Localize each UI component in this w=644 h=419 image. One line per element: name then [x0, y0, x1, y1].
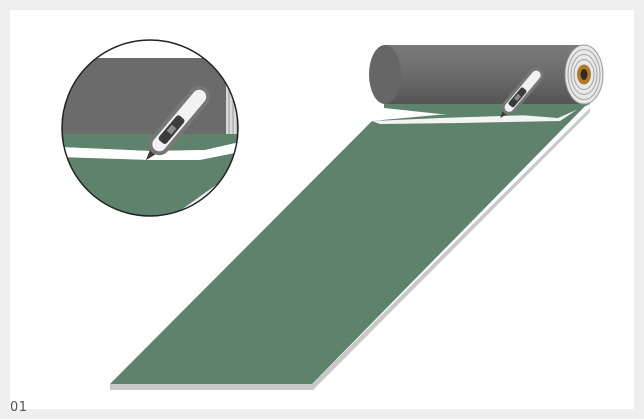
zoom-knife-slider [166, 124, 177, 135]
step-number: 01 [10, 400, 28, 415]
roll-core-hole [580, 69, 588, 80]
knife-slider [514, 93, 521, 101]
release-liner-strip [372, 101, 590, 124]
utility-knife-icon [500, 67, 544, 119]
roll-layer-ring [567, 49, 601, 100]
membrane-roll [369, 44, 604, 118]
membrane-sheet [110, 101, 590, 390]
roll-layer-ring [573, 59, 595, 90]
zoom-membrane-bottom [62, 152, 238, 216]
knife-blade [500, 109, 508, 119]
membrane-sheet-surface [110, 101, 590, 384]
zoom-utility-knife-icon [145, 85, 211, 161]
zoom-circle-outline [61, 39, 239, 217]
zoom-roll-band [62, 58, 238, 134]
roll-body [384, 45, 584, 104]
detail-zoom-circle [61, 39, 239, 217]
roll-layer-ring [570, 54, 598, 95]
roll-left-cap [369, 45, 401, 104]
